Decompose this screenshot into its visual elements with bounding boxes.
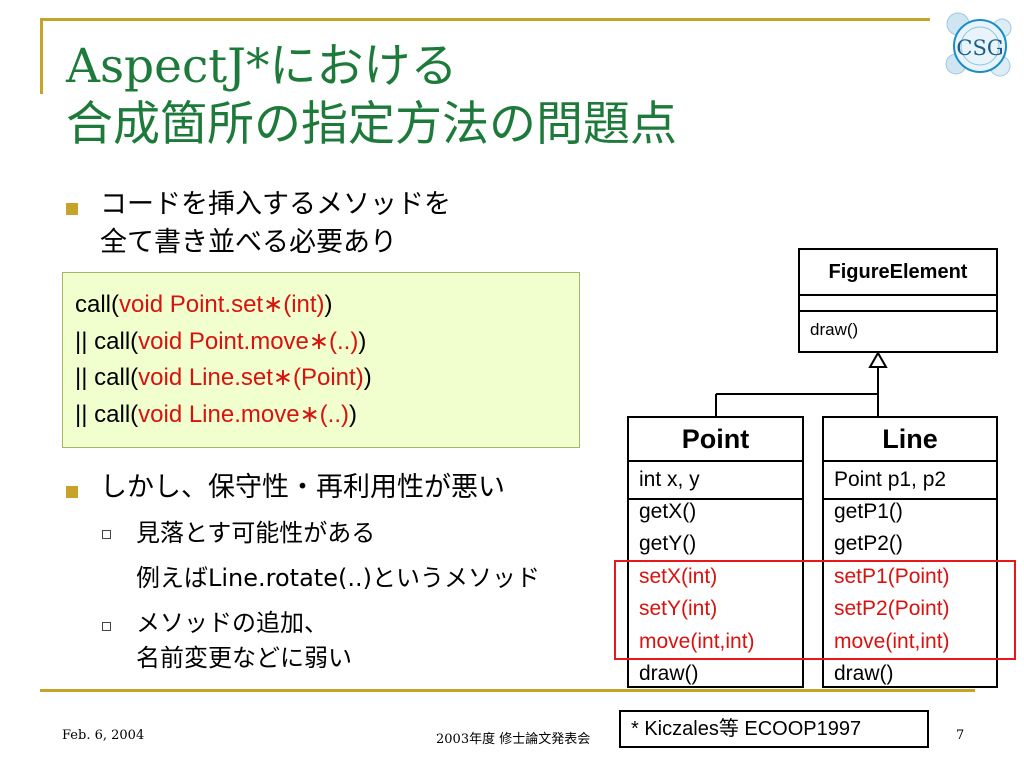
title-line1-jp: における bbox=[269, 39, 458, 94]
bullet-1-line-2: 全て書き並べる必要あり bbox=[100, 227, 397, 258]
uml-method: getP2() bbox=[834, 532, 903, 556]
title-left-rule bbox=[40, 18, 43, 94]
uml-class-name: FigureElement bbox=[800, 250, 996, 296]
setter-highlight-rect bbox=[614, 560, 1016, 660]
uml-method: move(int,int) bbox=[834, 629, 950, 653]
uml-class-name: Point bbox=[629, 418, 802, 462]
uml-attr-section bbox=[800, 296, 996, 312]
uml-method: move(int,int) bbox=[639, 629, 755, 653]
code-line-1: call(void Point.set∗(int)) bbox=[75, 291, 333, 318]
uml-class-name: Line bbox=[824, 418, 996, 462]
bullet-marker bbox=[66, 203, 78, 215]
code-line-4: || call(void Line.move∗(..)) bbox=[75, 400, 357, 428]
uml-method: getY() bbox=[639, 532, 697, 556]
uml-method: draw() bbox=[639, 662, 699, 686]
page-number: 7 bbox=[956, 728, 965, 743]
footer-date: Feb. 6, 2004 bbox=[62, 728, 145, 743]
footer-event: 2003年度 修士論文発表会 bbox=[436, 732, 591, 747]
bullet-2: しかし、保守性・再利用性が悪い bbox=[100, 472, 505, 503]
bullet-1-line-1: コードを挿入するメソッドを bbox=[100, 189, 451, 220]
title-top-rule bbox=[40, 18, 930, 21]
uml-method: setP1(Point) bbox=[834, 564, 950, 588]
citation-box: * Kiczales等 ECOOP1997 bbox=[619, 710, 929, 748]
uml-method: setP2(Point) bbox=[834, 597, 950, 621]
sub-bullet-marker bbox=[102, 530, 111, 539]
uml-method: setX(int) bbox=[639, 564, 718, 588]
code-line-2: || call(void Point.move∗(..)) bbox=[75, 327, 367, 355]
uml-attribute: Point p1, p2 bbox=[824, 462, 996, 500]
sub-bullet-2-line-1: メソッドの追加、 bbox=[136, 609, 328, 637]
uml-method: getX() bbox=[639, 500, 697, 523]
uml-method: draw() bbox=[834, 662, 894, 686]
title-aspectj: AspectJ* bbox=[66, 39, 270, 94]
uml-method-list: getP1() getP2() setP1(Point) setP2(Point… bbox=[824, 496, 996, 690]
svg-text:CSG: CSG bbox=[956, 36, 1003, 60]
uml-class-line: Line Point p1, p2 getP1() getP2() setP1(… bbox=[822, 416, 998, 688]
uml-class-figure-element: FigureElement draw() bbox=[798, 248, 998, 353]
footer-rule bbox=[40, 689, 975, 692]
sub-bullet-2-line-2: 名前変更などに弱い bbox=[136, 644, 352, 672]
code-line-3: || call(void Line.set∗(Point)) bbox=[75, 364, 372, 391]
csg-logo: CSG bbox=[945, 12, 1012, 77]
pointcut-code-box: call(void Point.set∗(int)) || call(void … bbox=[62, 272, 580, 448]
uml-class-point: Point int x, y getX() getY() setX(int) s… bbox=[627, 416, 804, 688]
slide-title: AspectJ*における 合成箇所の指定方法の問題点 bbox=[66, 38, 677, 154]
uml-method: draw() bbox=[810, 320, 859, 339]
sub-bullet-1-line-1: 見落とす可能性がある bbox=[136, 519, 376, 547]
uml-method: setY(int) bbox=[639, 597, 718, 621]
bullet-marker bbox=[66, 486, 78, 498]
title-line2: 合成箇所の指定方法の問題点 bbox=[66, 97, 677, 152]
uml-method: getP1() bbox=[834, 500, 903, 523]
inheritance-arrow bbox=[715, 350, 888, 416]
sub-bullet-1-line-2: 例えばLine.rotate(..)というメソッド bbox=[136, 564, 540, 592]
sub-bullet-marker bbox=[102, 622, 111, 631]
uml-attribute: int x, y bbox=[629, 462, 802, 500]
uml-method-list: getX() getY() setX(int) setY(int) move(i… bbox=[629, 496, 802, 690]
